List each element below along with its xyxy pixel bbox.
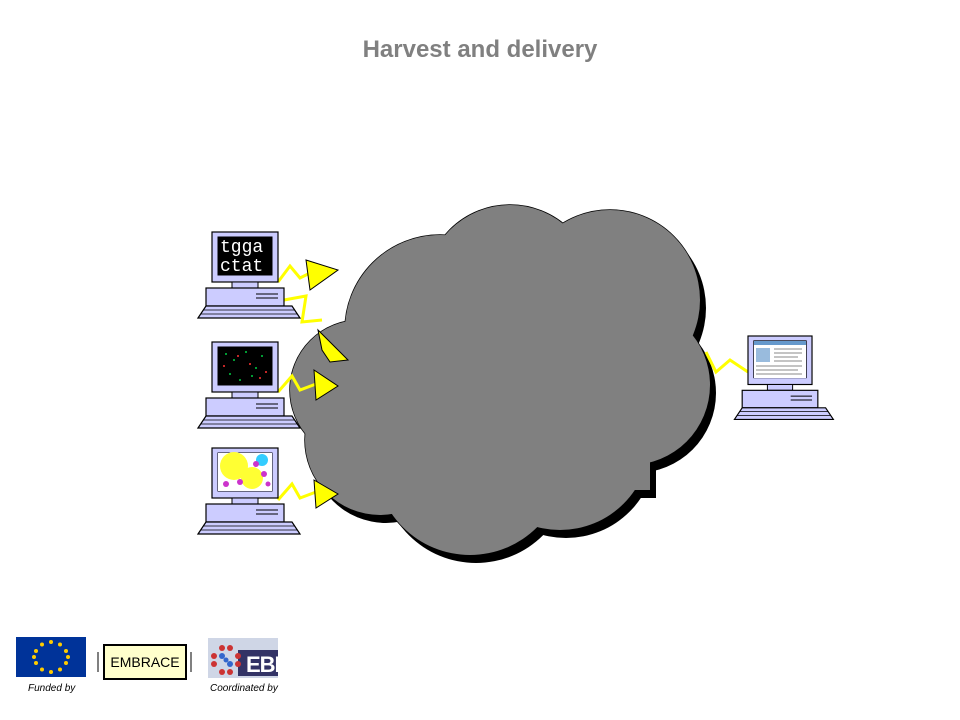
funded-by-caption: Funded by <box>28 683 76 694</box>
sequence-line-1: tgga <box>220 238 263 258</box>
eu-flag-logo <box>16 637 86 677</box>
ebi-logo <box>208 638 278 678</box>
embrace-label: EMBRACE <box>110 654 180 670</box>
network-cloud-icon <box>289 204 716 563</box>
lightning-arrow-icon <box>283 294 350 363</box>
lightning-arrow-icon <box>276 259 340 291</box>
lightning-arrow-icon <box>276 369 339 401</box>
lightning-arrow-icon <box>276 479 339 509</box>
coordinated-by-caption: Coordinated by <box>210 683 278 694</box>
molecule-structure-computer-icon <box>197 447 301 535</box>
web-browser-computer-icon <box>733 335 834 421</box>
ebi-label: EBI <box>246 652 281 677</box>
lightning-arrow-icon <box>704 351 749 375</box>
embrace-logo <box>97 644 192 680</box>
arrows <box>276 259 749 509</box>
page-title: Harvest and delivery <box>362 36 598 63</box>
microarray-computer-icon <box>197 341 301 429</box>
sequence-line-2: ctat <box>220 257 263 277</box>
sequence-computer-icon: tgga ctat <box>197 231 301 319</box>
